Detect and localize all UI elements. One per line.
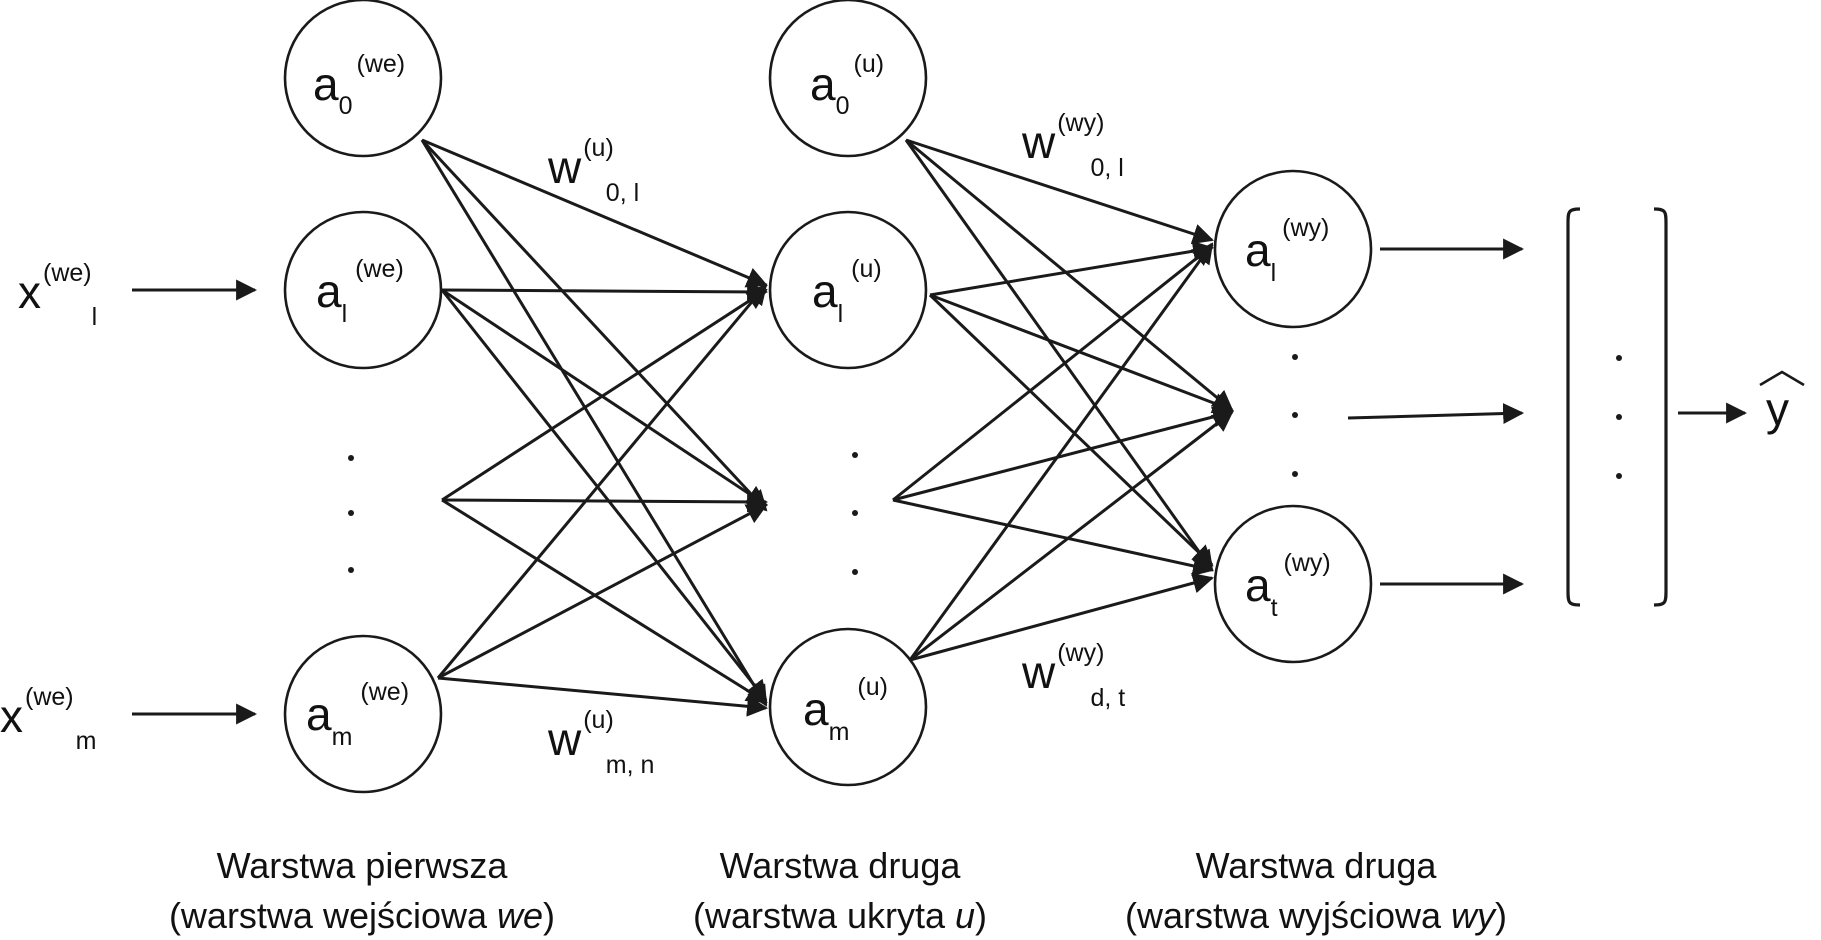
caption-title: Warstwa pierwsza (217, 845, 509, 886)
output-layer (1213, 169, 1373, 664)
edge (909, 572, 1215, 662)
ellipsis-dot (1616, 414, 1622, 420)
neuron-hidden-m (768, 627, 928, 787)
edge (441, 281, 769, 303)
weight-u-0l: w(u)0, l (547, 134, 639, 207)
hidden-layer (768, 0, 928, 787)
label-input-0: a0(we) (313, 50, 405, 120)
neuron-input-0 (283, 0, 443, 158)
input-x-l: x(we)l (18, 259, 97, 331)
ellipsis-dot (1616, 355, 1622, 361)
caption-layer3: Warstwa druga (warstwa wyjściowa wy) (1125, 845, 1507, 936)
edge (929, 240, 1215, 297)
edge (421, 138, 768, 288)
edge (437, 503, 768, 680)
label-input-l: al(we) (316, 255, 404, 328)
left-bracket (1566, 207, 1581, 607)
neuron-hidden-0 (768, 0, 928, 158)
edge (441, 288, 768, 502)
hat-symbol (1759, 370, 1805, 387)
output-arrow-mid (1347, 403, 1525, 425)
edge (929, 293, 1234, 414)
label-input-m: am(we) (306, 678, 409, 751)
caption-title: Warstwa druga (1196, 845, 1438, 886)
ellipsis-dot (1292, 354, 1298, 360)
edge (441, 491, 769, 513)
output-label: y (1766, 383, 1789, 435)
edge (420, 138, 768, 512)
edge (908, 242, 1214, 661)
output-vector (1566, 207, 1668, 607)
edge (904, 139, 1214, 572)
edges-hidden-to-output (892, 138, 1235, 662)
edge (441, 498, 768, 704)
ellipsis-dot (852, 452, 858, 458)
edges-input-to-hidden (420, 138, 769, 717)
weight-u-mn: w(u)m, n (547, 706, 654, 779)
caption-layer1: Warstwa pierwsza (warstwa wejściowa we) (169, 845, 555, 936)
edge (441, 288, 768, 507)
edge (909, 410, 1234, 662)
ellipsis-dot (1616, 473, 1622, 479)
neuron-hidden-l (768, 210, 928, 370)
input-x-m: x(we)m (0, 683, 96, 755)
ellipsis-dot (348, 567, 354, 573)
edge (892, 406, 1235, 502)
edge (905, 138, 1214, 245)
label-hidden-l: al(u) (812, 255, 882, 328)
right-bracket (1653, 207, 1668, 607)
edge (437, 676, 769, 717)
label-hidden-m: am(u) (803, 673, 888, 746)
edge (905, 138, 1234, 412)
ellipsis-dot (852, 569, 858, 575)
neuron-input-l (283, 210, 443, 370)
ellipsis-dot (348, 510, 354, 516)
edge (436, 283, 768, 679)
label-output-l: al(wy) (1245, 214, 1329, 287)
neuron-input-m (283, 634, 443, 794)
edge (440, 289, 768, 702)
edge (928, 293, 1214, 567)
caption-subtitle: (warstwa ukryta u) (693, 895, 987, 936)
edge (892, 244, 1214, 502)
caption-subtitle: (warstwa wejściowa we) (169, 895, 555, 936)
label-output-t: at(wy) (1245, 549, 1331, 622)
input-layer (283, 0, 443, 794)
edge (892, 498, 1215, 577)
neuron-output-l (1213, 169, 1373, 329)
edge (420, 139, 768, 707)
output-y-hat: y (1759, 370, 1805, 435)
label-hidden-0: a0(u) (810, 50, 884, 120)
ellipsis-dot (852, 510, 858, 516)
caption-layer2: Warstwa druga (warstwa ukryta u) (693, 845, 987, 936)
ellipsis-dot (1292, 471, 1298, 477)
neuron-output-t (1213, 504, 1373, 664)
weight-wy-0l: w(wy)0, l (1021, 109, 1124, 182)
caption-subtitle: (warstwa wyjściowa wy) (1125, 895, 1507, 936)
weight-wy-dt: w(wy)d, t (1021, 639, 1125, 712)
ellipsis-dot (1292, 412, 1298, 418)
caption-title: Warstwa druga (720, 845, 962, 886)
ellipsis-dot (348, 455, 354, 461)
